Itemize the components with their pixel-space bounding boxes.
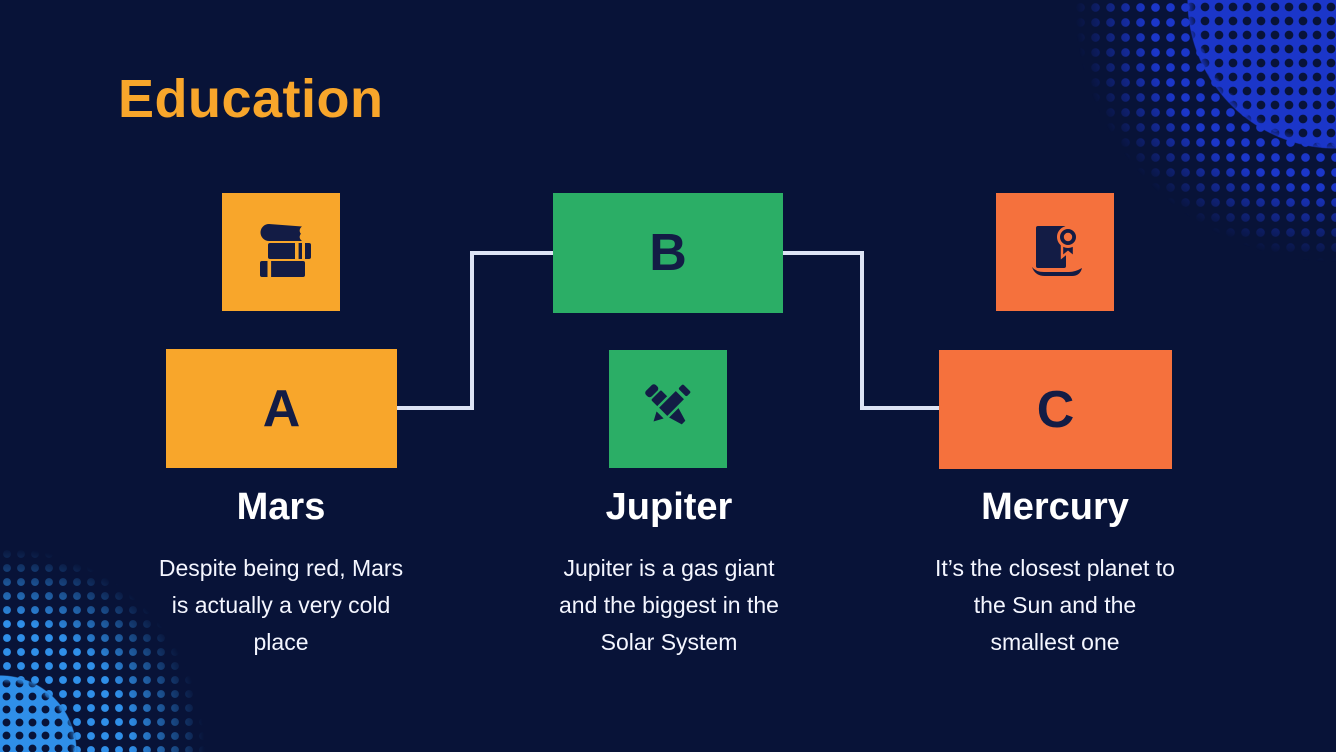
letter-tile-b: B: [553, 193, 783, 313]
planet-description-jupiter: Jupiter is a gas giant and the biggest i…: [559, 555, 779, 655]
connector-a-b-horizontal: [396, 406, 474, 410]
planet-description-mars: Despite being red, Mars is actually a ve…: [158, 555, 404, 655]
connector-a-b-top: [470, 251, 553, 255]
pen-and-pencil-tile: [609, 350, 727, 468]
planet-description-mercury: It’s the closest planet to the Sun and t…: [935, 555, 1175, 655]
slide-title: Education: [118, 69, 384, 129]
connector-a-b-vertical: [470, 251, 474, 410]
planet-name-mercury: Mercury: [981, 486, 1129, 528]
planet-name-mars: Mars: [236, 486, 326, 528]
certificate-icon: [1023, 218, 1087, 287]
letter-b: B: [649, 224, 687, 282]
letter-tile-a: A: [166, 349, 397, 468]
connector-b-c-top: [783, 251, 864, 255]
connector-b-c-horizontal: [860, 406, 939, 410]
books-tile: [222, 193, 340, 311]
connector-b-c-vertical: [860, 251, 864, 410]
letter-c: C: [1036, 380, 1075, 439]
planet-name-jupiter: Jupiter: [605, 486, 733, 528]
pen-and-pencil-icon: [636, 375, 700, 444]
certificate-tile: [996, 193, 1114, 311]
letter-tile-c: C: [939, 350, 1172, 469]
letter-a: A: [262, 379, 301, 438]
books-icon: [249, 218, 313, 287]
